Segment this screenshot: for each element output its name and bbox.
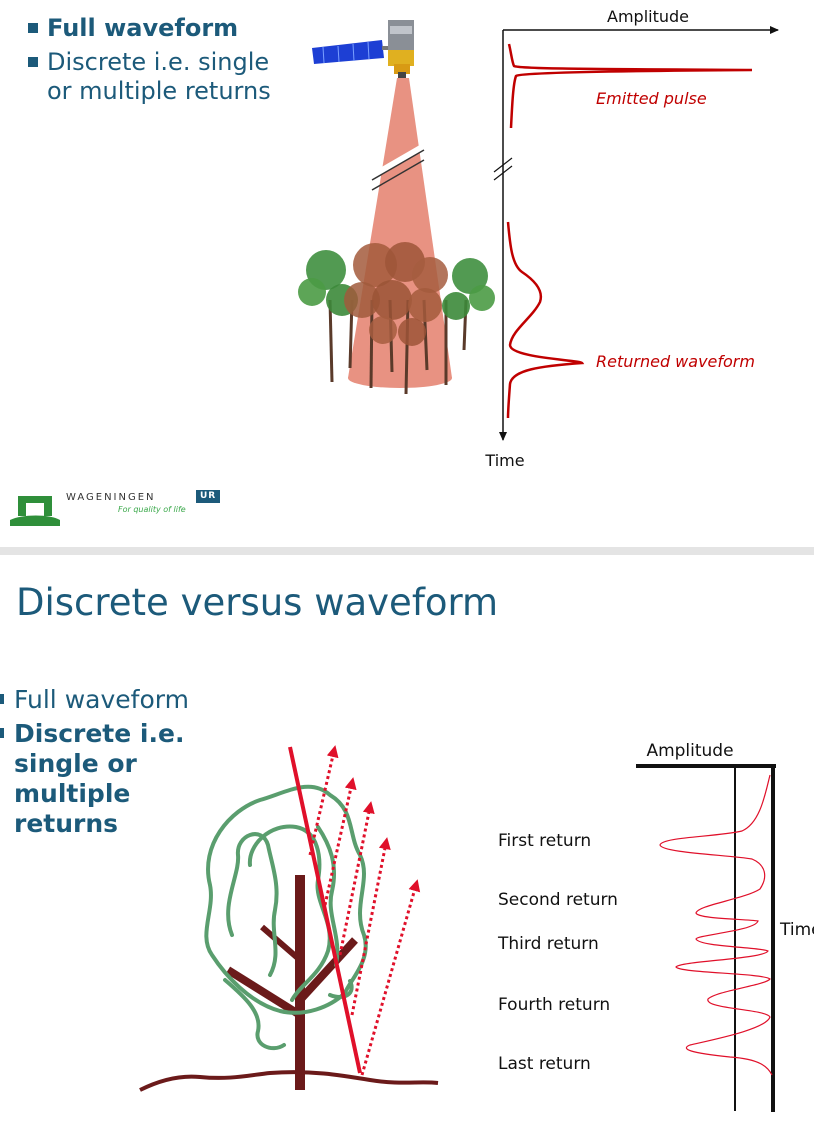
logo-ur-badge: UR (196, 490, 221, 503)
slide-full-waveform: Full waveform Discrete i.e. single or mu… (0, 0, 814, 547)
returned-waveform-label: Returned waveform (596, 352, 755, 371)
bullet-discrete: Discrete i.e. single or multiple returns (0, 719, 210, 839)
returned-waveform-curve (506, 221, 585, 419)
fourth-return-label: Fourth return (498, 995, 610, 1015)
last-return-label: Last return (498, 1054, 591, 1074)
bullet-list: Full waveform Discrete i.e. single or mu… (0, 685, 210, 843)
waveform-illustration: Amplitude Time Emitted pulse Returned wa… (10, 7, 779, 526)
logo-tagline: For quality of life (118, 505, 186, 514)
slide-discrete-versus-waveform: Discrete versus waveform Full waveform D… (0, 555, 814, 1141)
bullet-list: Full waveform Discrete i.e. single or mu… (28, 14, 278, 111)
logo-wordmark: WAGENINGEN (66, 492, 156, 503)
axis-time-label: Time (779, 920, 814, 940)
incoming-laser-pulse (288, 746, 362, 1074)
discrete-returns-illustration: Amplitude Time First return Second retur… (139, 741, 814, 1112)
slide-divider (0, 547, 814, 555)
return-waveform-curve (659, 774, 773, 1076)
waveform-axes (493, 26, 779, 441)
bullet-full-waveform: Full waveform (0, 685, 210, 715)
return-arrows (308, 745, 421, 1076)
wageningen-logo-icon (10, 496, 60, 526)
second-return-label: Second return (498, 890, 618, 910)
emitted-pulse-label: Emitted pulse (596, 89, 707, 108)
third-return-label: Third return (497, 934, 599, 954)
axis-amplitude-label: Amplitude (607, 7, 689, 26)
ground-line (139, 1070, 439, 1092)
laser-footprint (348, 368, 452, 388)
bullet-discrete: Discrete i.e. single or multiple returns (28, 48, 278, 106)
emitted-pulse-curve (507, 43, 753, 129)
beam-break-mark (370, 143, 426, 191)
discrete-axes (636, 764, 776, 1112)
axis-time-label: Time (484, 451, 524, 470)
bullet-full-waveform: Full waveform (28, 14, 278, 43)
slide-title: Discrete versus waveform (16, 581, 499, 624)
first-return-label: First return (498, 831, 591, 851)
axis-amplitude-label: Amplitude (646, 741, 733, 761)
forest-canopy-icon (298, 242, 495, 395)
satellite-icon (312, 20, 414, 78)
tree-trunk-icon (225, 875, 358, 1090)
